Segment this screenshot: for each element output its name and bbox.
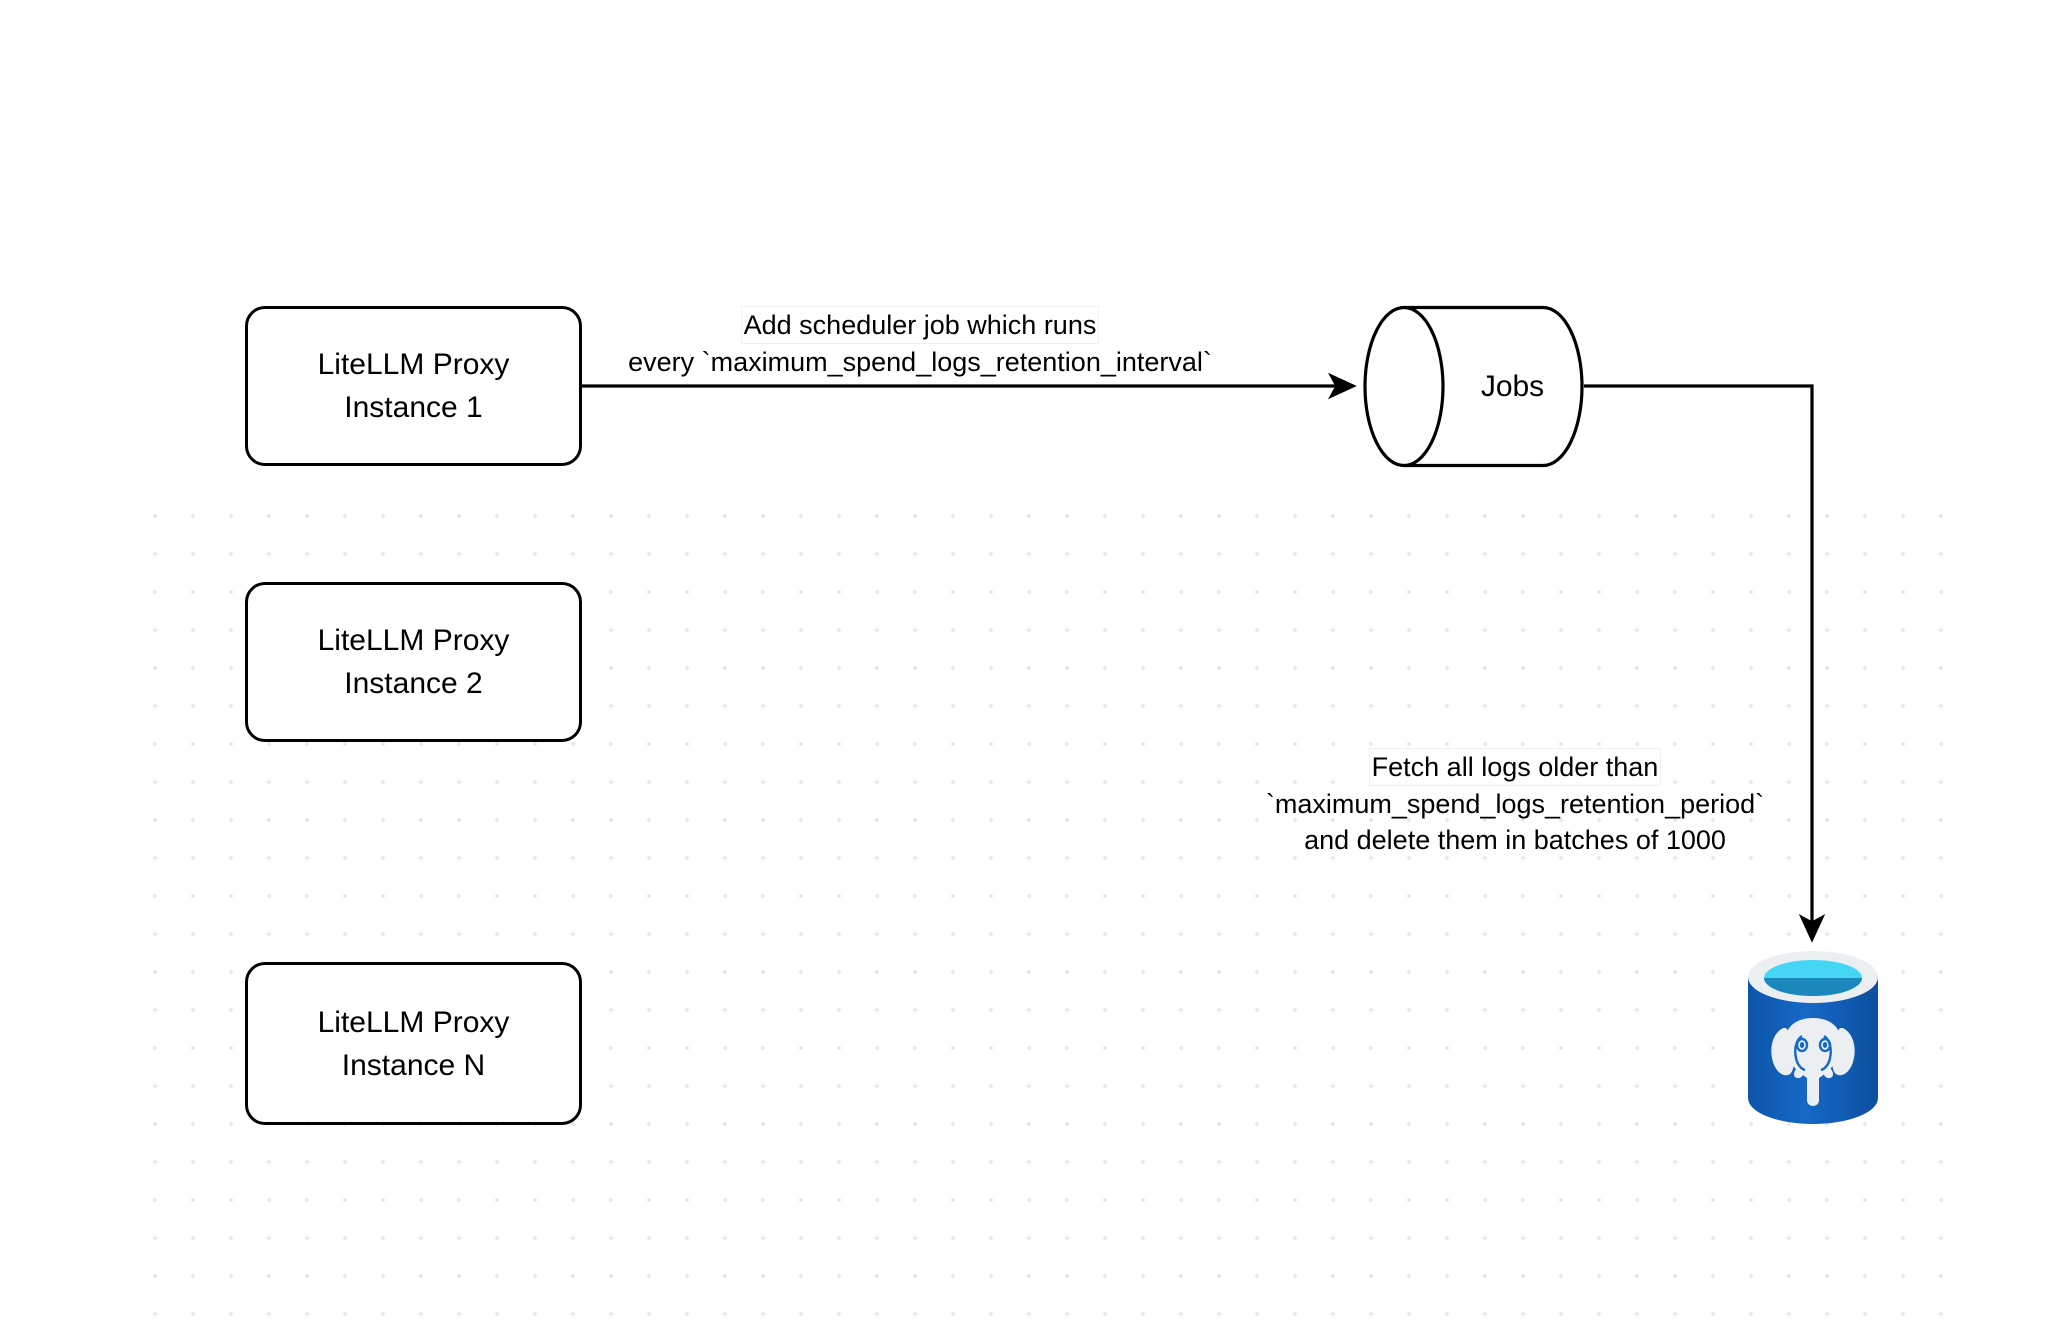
node-postgres-database[interactable] (1745, 950, 1881, 1126)
postgres-elephant-pupils (1799, 1042, 1828, 1048)
node-label-line-1: LiteLLM Proxy (317, 1005, 510, 1039)
node-jobs-cylinder[interactable]: Jobs (1363, 305, 1584, 468)
node-label-line-1: LiteLLM Proxy (317, 348, 510, 381)
postgres-elephant-detail (1794, 1035, 1832, 1072)
node-label-line-1: LiteLLM Proxy (317, 624, 510, 657)
node-litellm-proxy-instance-2[interactable]: LiteLLM Proxy Instance 2 (245, 582, 582, 742)
node-label-line-2: Instance 1 (344, 391, 483, 424)
node-label-line-2: Instance N (341, 1048, 486, 1082)
postgres-elephant-tusks (1794, 1068, 1833, 1079)
edge-label-line-3: and delete them in batches of 1000 (1304, 825, 1726, 855)
edge-label-line-2: every `maximum_spend_logs_retention_inte… (628, 347, 1212, 377)
node-litellm-proxy-instance-1[interactable]: LiteLLM Proxy Instance 1 (245, 306, 582, 466)
edge-label-scheduler: Add scheduler job which runs every `maxi… (560, 306, 1280, 380)
node-litellm-proxy-instance-n[interactable]: LiteLLM Proxy Instance N (245, 962, 582, 1125)
node-label-line-2: Instance 2 (344, 667, 483, 700)
edge-label-line-1: Add scheduler job which runs (740, 306, 1100, 344)
node-jobs-label: Jobs (1480, 369, 1545, 403)
postgresql-database-icon (1748, 951, 1878, 1124)
edge-label-fetch-delete: Fetch all logs older than `maximum_spend… (1215, 748, 1815, 858)
edge-label-line-1: Fetch all logs older than (1368, 748, 1662, 786)
edge-label-line-2: `maximum_spend_logs_retention_period` (1265, 789, 1765, 819)
edge-jobs-to-database (1584, 384, 1826, 943)
cylinder-icon (1363, 305, 1584, 468)
